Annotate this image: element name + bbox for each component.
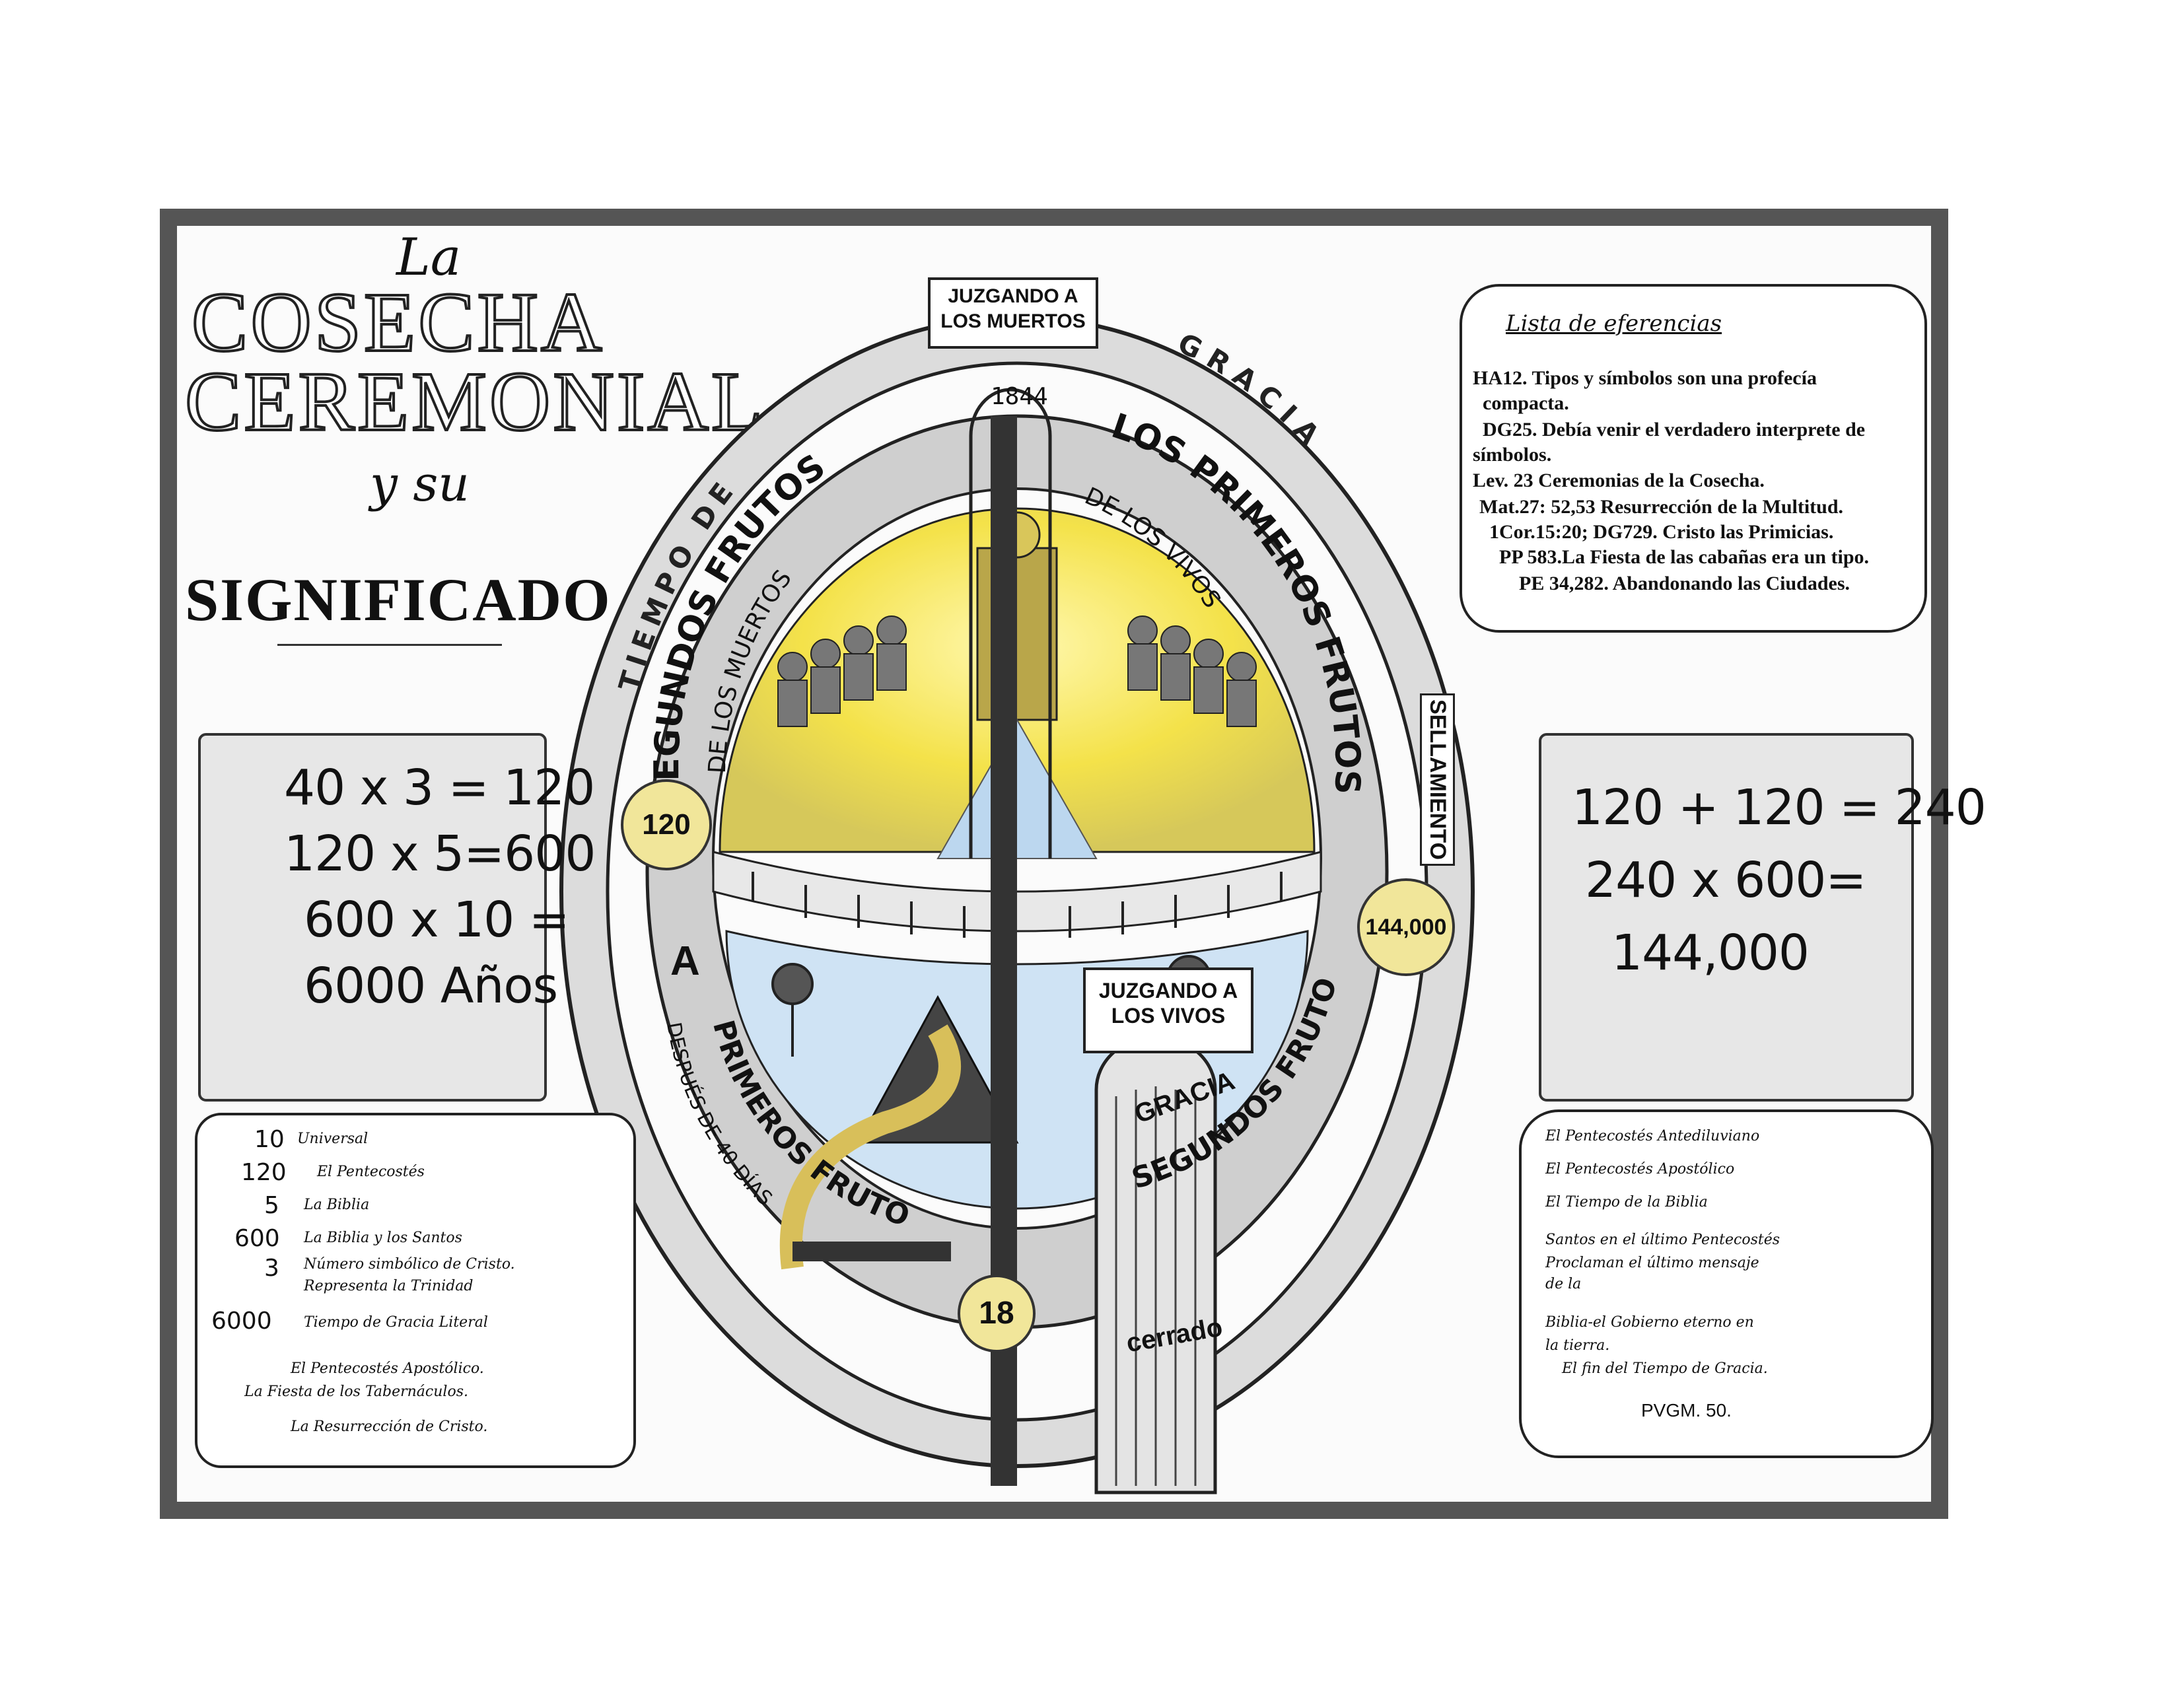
right-legend-line: El fin del Tiempo de Gracia. <box>1562 1360 1768 1377</box>
reference-line: Mat.27: 52,53 Resurrección de la Multitu… <box>1479 496 1844 518</box>
year-1844: 1844 <box>991 383 1048 410</box>
balustrade-posts <box>752 872 1283 938</box>
crowd-silhouettes <box>777 615 1257 727</box>
right-legend-panel <box>1519 1109 1934 1458</box>
sellamiento-label: SELLAMIENTO <box>1420 693 1455 866</box>
right-scroll-line-3: 144,000 <box>1611 925 1810 981</box>
references-panel <box>1460 284 1927 633</box>
legend-label: La Biblia <box>304 1197 370 1213</box>
letter-a: A <box>670 938 700 984</box>
legend-number: 10 <box>254 1126 285 1153</box>
reference-line: compacta. <box>1483 392 1569 414</box>
right-legend-line: la tierra. <box>1545 1337 1610 1354</box>
left-scroll <box>198 733 547 1102</box>
winding-path <box>779 1024 961 1270</box>
reference-line: Lev. 23 Ceremonias de la Cosecha. <box>1473 470 1765 491</box>
title-la: La <box>396 228 462 287</box>
right-scroll <box>1539 733 1914 1102</box>
reference-line: DG25. Debía venir el verdadero interpret… <box>1483 419 1866 440</box>
legend-number: 600 <box>234 1225 280 1252</box>
right-scroll-line-1: 120 + 120 = 240 <box>1572 779 1987 836</box>
reference-line: símbolos. <box>1473 444 1552 466</box>
right-legend-line: de la <box>1545 1276 1582 1292</box>
sign-juzgando-vivos: JUZGANDO A LOS VIVOS <box>1083 967 1253 1053</box>
coin-144000: 144,000 <box>1357 878 1455 976</box>
right-legend-line: El Pentecostés Antediluviano <box>1545 1128 1760 1144</box>
references-heading: Lista de eferencias <box>1506 310 1722 337</box>
right-legend-line: Santos en el último Pentecostés <box>1545 1232 1780 1248</box>
title-cosecha: COSECHA <box>190 274 605 370</box>
left-scroll-line-1: 40 x 3 = 120 <box>284 759 595 816</box>
sign-juzgando-muertos: JUZGANDO A LOS MUERTOS <box>928 277 1098 349</box>
legend-footer-line: La Fiesta de los Tabernáculos. <box>244 1384 468 1400</box>
legend-footer-line: El Pentecostés Apostólico. <box>291 1360 484 1377</box>
reference-line: PP 583.La Fiesta de las cabañas era un t… <box>1499 546 1870 568</box>
left-scroll-line-2: 120 x 5=600 <box>284 825 596 882</box>
legend-label: El Pentecostés <box>317 1164 425 1180</box>
lower-cross-bar <box>793 1242 951 1261</box>
source-citation: PVGM. 50. <box>1641 1400 1732 1421</box>
legend-label: Universal <box>297 1131 369 1147</box>
legend-footer-line: La Resurrección de Cristo. <box>291 1419 488 1435</box>
right-legend-line: El Tiempo de la Biblia <box>1545 1194 1708 1210</box>
title-significado: SIGNIFICADO <box>185 566 612 633</box>
coin-18: 18 <box>958 1275 1036 1352</box>
legend-number: 120 <box>241 1159 287 1186</box>
tent <box>857 995 1019 1144</box>
left-scroll-line-4: 6000 Años <box>304 958 558 1014</box>
reference-line: 1Cor.15:20; DG729. Cristo las Primicias. <box>1489 521 1834 543</box>
reference-line: PE 34,282. Abandonando las Ciudades. <box>1519 573 1850 594</box>
reference-line: HA12. Tipos y símbolos son una profecía <box>1473 367 1817 389</box>
title-y-su: y su <box>370 456 470 512</box>
right-scroll-line-2: 240 x 600= <box>1585 852 1866 909</box>
legend-label: Representa la Trinidad <box>304 1278 474 1294</box>
arched-door-top <box>969 388 1052 859</box>
legend-label: La Biblia y los Santos <box>304 1230 462 1246</box>
title-ceremonial: CEREMONIAL <box>184 353 766 450</box>
left-scroll-line-3: 600 x 10 = <box>304 892 570 948</box>
left-legend-panel <box>195 1113 636 1468</box>
legend-label: Número simbólico de Cristo. <box>304 1256 515 1273</box>
legend-number: 6000 <box>211 1308 272 1335</box>
right-legend-line: El Pentecostés Apostólico <box>1545 1161 1735 1177</box>
legend-number: 5 <box>264 1192 279 1219</box>
title-divider <box>277 644 502 650</box>
right-legend-line: Proclaman el último mensaje <box>1545 1255 1759 1271</box>
right-legend-line: Biblia-el Gobierno eterno en <box>1545 1314 1754 1331</box>
legend-number: 3 <box>264 1255 279 1282</box>
coin-120: 120 <box>621 779 712 870</box>
balustrade <box>712 851 1322 932</box>
gate-bars <box>1115 1086 1197 1486</box>
legend-label: Tiempo de Gracia Literal <box>304 1314 488 1331</box>
